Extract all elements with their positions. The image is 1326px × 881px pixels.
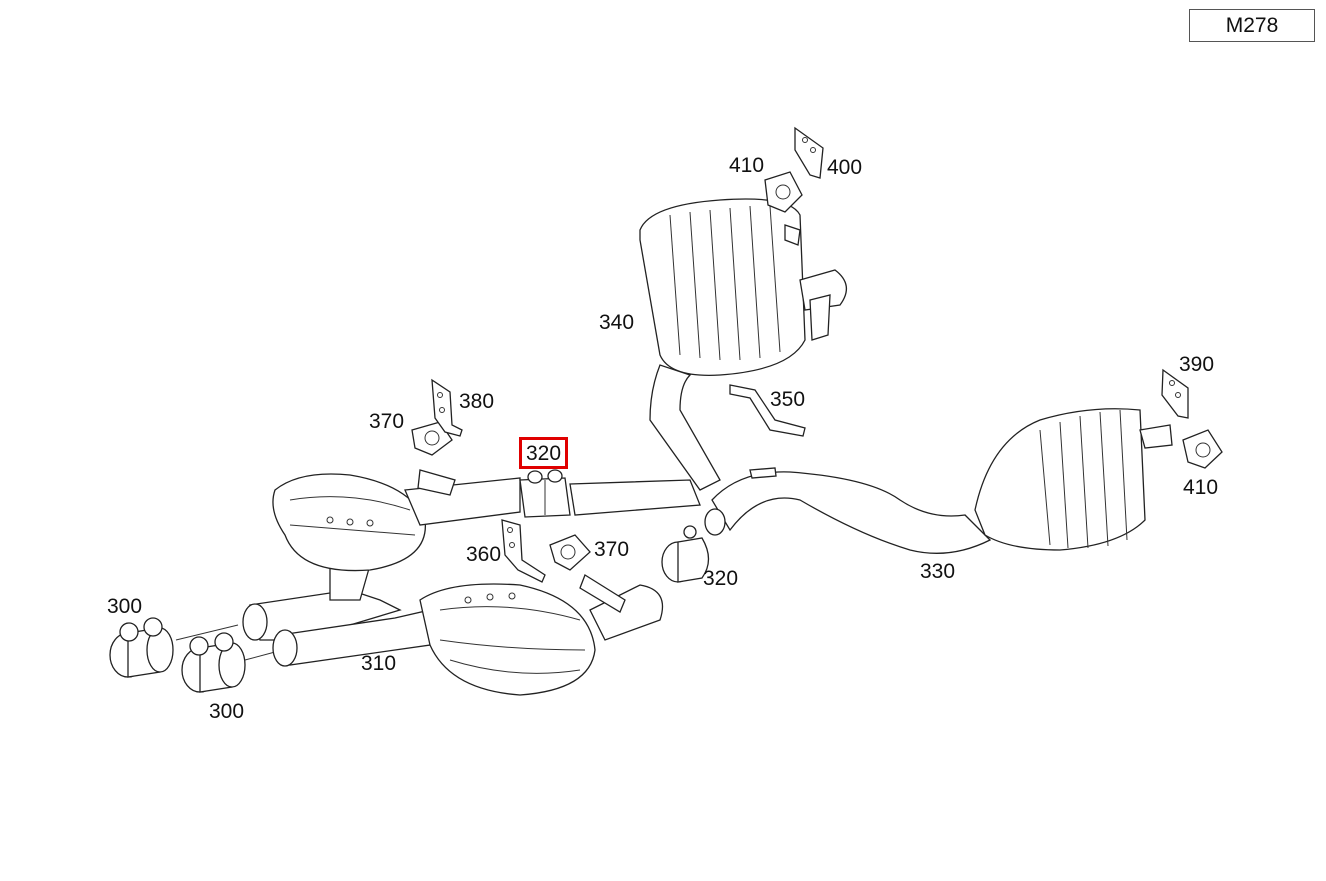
- bracket-380[interactable]: [431, 378, 463, 437]
- callout-410-right[interactable]: 410: [1183, 476, 1219, 499]
- callout-310[interactable]: 310: [361, 652, 397, 675]
- callout-330[interactable]: 330: [920, 560, 956, 583]
- rubber-mount-410-right[interactable]: [1182, 429, 1223, 469]
- callout-320-highlighted[interactable]: 320: [519, 437, 569, 469]
- rear-silencer-right[interactable]: [974, 408, 1173, 551]
- bracket-400[interactable]: [794, 126, 824, 179]
- callout-350[interactable]: 350: [770, 388, 806, 411]
- callout-360[interactable]: 360: [466, 543, 502, 566]
- rubber-mount-370-left[interactable]: [411, 421, 456, 496]
- center-pipe-330[interactable]: [704, 467, 992, 554]
- rubber-mount-410-top[interactable]: [764, 171, 803, 246]
- clamp-300-right[interactable]: [181, 632, 246, 693]
- callout-300-left[interactable]: 300: [107, 595, 143, 618]
- bracket-350[interactable]: [729, 384, 806, 437]
- callout-320-right[interactable]: 320: [703, 567, 739, 590]
- callout-370-right[interactable]: 370: [594, 538, 630, 561]
- clamp-300-left[interactable]: [109, 617, 174, 678]
- bracket-360[interactable]: [501, 519, 546, 583]
- callout-300-right[interactable]: 300: [209, 700, 245, 723]
- callout-370-left[interactable]: 370: [369, 410, 405, 433]
- catalytic-converter-310[interactable]: [242, 473, 664, 696]
- callout-390[interactable]: 390: [1179, 353, 1215, 376]
- callout-400[interactable]: 400: [827, 156, 863, 179]
- clamp-320-right[interactable]: [661, 525, 710, 583]
- callout-410-top[interactable]: 410: [729, 154, 765, 177]
- callout-340[interactable]: 340: [599, 311, 635, 334]
- model-label: M278: [1189, 9, 1315, 42]
- rear-silencer-340[interactable]: [639, 198, 847, 491]
- clamp-320-center[interactable]: [519, 469, 571, 518]
- rubber-mount-370-right[interactable]: [549, 534, 626, 613]
- callout-380[interactable]: 380: [459, 390, 495, 413]
- bracket-390[interactable]: [1161, 368, 1189, 419]
